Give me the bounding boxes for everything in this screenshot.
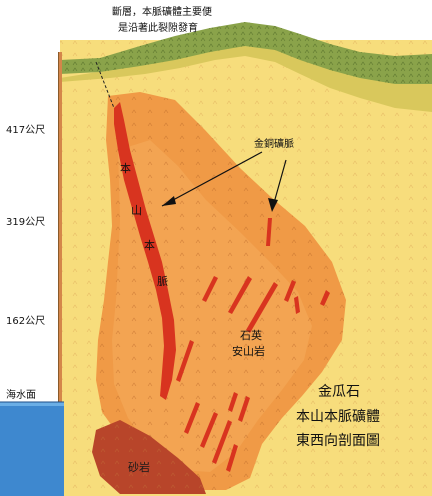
vein-lower-3 — [212, 420, 232, 464]
vein-lower-2 — [200, 412, 218, 448]
elevation-label-sea-level: 海水面 — [6, 390, 36, 401]
sandstone-label: 砂岩 — [128, 461, 150, 474]
title-line3: 東西向剖面圖 — [296, 433, 380, 449]
vein-small-5 — [320, 290, 330, 306]
arrow-to-main-vein — [161, 151, 263, 207]
main-vein-char-4: 脈 — [157, 275, 168, 288]
quartz-andesite-label-line2: 安山岩 — [232, 345, 265, 358]
ground-surface-grass — [60, 22, 432, 84]
vein-far-right — [294, 296, 300, 314]
vein-small-4 — [284, 280, 296, 302]
main-vein-char-2: 山 — [131, 204, 142, 217]
vein-lower-6 — [226, 444, 238, 472]
elevation-label-319: 319公尺 — [6, 217, 46, 228]
fault-note-line1: 斷層，本脈礦體主要便 — [112, 7, 212, 18]
title-line2: 本山本脈礦體 — [296, 409, 380, 425]
fault-note-line2: 是沿著此裂隙發育 — [118, 23, 198, 34]
vein-small-3 — [246, 282, 278, 333]
vein-lower-5 — [238, 396, 250, 422]
arrow-to-upper-vein — [268, 159, 287, 212]
vein-mid-left — [176, 340, 194, 382]
sea-water — [0, 404, 64, 496]
quartz-andesite-label-line1: 石英 — [240, 329, 262, 342]
sea-water-surface — [0, 402, 64, 406]
main-vein — [114, 102, 176, 400]
elevation-scale-bar — [58, 52, 62, 402]
sandstone-texture — [92, 420, 206, 494]
ore-body-texture — [96, 92, 346, 490]
title-line1: 金瓜石 — [318, 384, 360, 400]
elevation-scale-bar-edge — [58, 52, 59, 402]
vein-lower-1 — [184, 402, 200, 434]
vein-upper-right — [266, 218, 272, 246]
elevation-label-417: 417公尺 — [6, 125, 46, 136]
elevation-label-162: 162公尺 — [6, 316, 46, 327]
vein-small-1 — [202, 276, 218, 302]
gold-copper-vein-label: 金銅礦脈 — [254, 139, 294, 150]
main-vein-char-3: 本 — [144, 239, 155, 252]
fault-line — [95, 61, 115, 109]
vein-lower-4 — [228, 392, 238, 412]
main-vein-char-1: 本 — [120, 162, 131, 175]
vein-small-2 — [228, 276, 252, 314]
